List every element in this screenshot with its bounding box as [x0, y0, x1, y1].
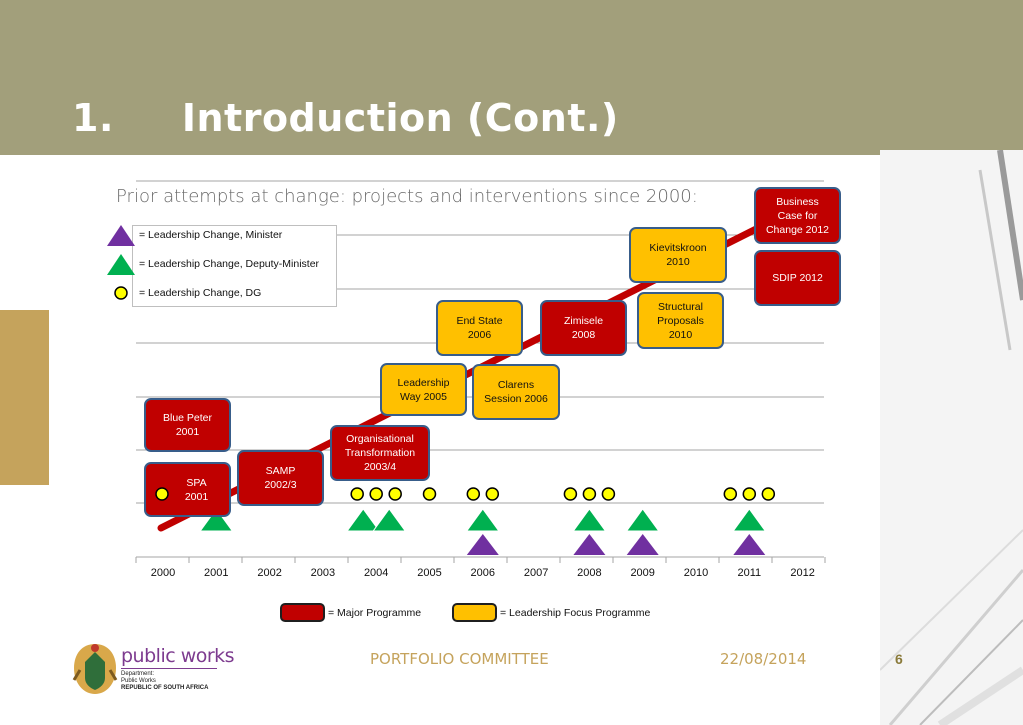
dg-change-marker [761, 487, 776, 501]
slide-title: 1. Introduction (Cont.) [72, 96, 619, 140]
deputy-minister-change-marker [346, 508, 381, 532]
programme-box-zimisele: Zimisele 2008 [540, 300, 627, 356]
programme-box-leadership-way: Leadership Way 2005 [380, 363, 467, 416]
programme-box-structural-proposals: Structural Proposals 2010 [637, 292, 724, 349]
footer-committee: PORTFOLIO COMMITTEE [370, 650, 549, 668]
deputy-minister-change-marker [199, 508, 234, 532]
deputy-minister-change-marker [465, 508, 500, 532]
slide-subtitle: Prior attempts at change: projects and i… [116, 186, 698, 207]
minister-change-marker [733, 534, 766, 555]
deputy-minister-change-marker [572, 508, 607, 532]
legend-deputy-minister-label: = Leadership Change, Deputy-Minister [139, 258, 320, 270]
year-label: 2008 [577, 567, 602, 579]
dg-change-marker [369, 487, 383, 501]
logo-name: public works [121, 645, 235, 667]
minister-triangle-icon [107, 225, 135, 246]
legend-dg-label: = Leadership Change, DG [139, 287, 262, 299]
programme-box-blue-peter: Blue Peter 2001 [144, 398, 231, 452]
year-label: 2006 [470, 567, 496, 579]
year-label: 2002 [257, 567, 282, 579]
legend-leadership-focus-swatch [452, 603, 497, 622]
minister-change-marker [466, 534, 499, 555]
coat-of-arms-logo [72, 644, 118, 694]
logo-divider [121, 668, 217, 669]
dg-change-marker [350, 487, 364, 501]
dg-change-marker [723, 487, 738, 501]
deputy-minister-change-marker [372, 508, 407, 532]
page-number: 6 [895, 651, 903, 667]
logo-public-works-label: Public Works [121, 678, 156, 684]
year-label: 2007 [523, 567, 549, 579]
legend-minister-label: = Leadership Change, Minister [139, 229, 283, 241]
programme-box-end-state: End State 2006 [436, 300, 523, 356]
programme-box-kievitskroon: Kievitskroon 2010 [629, 227, 727, 283]
minister-change-marker [573, 534, 606, 555]
legend-symbols [107, 225, 135, 300]
year-label: 2001 [204, 567, 229, 579]
dg-change-marker [742, 487, 757, 501]
year-label: 2009 [630, 567, 655, 579]
minister-change-marker [626, 534, 659, 555]
logo-department-label: Department: [121, 671, 155, 677]
programme-box-clarens-session: Clarens Session 2006 [472, 364, 560, 420]
programme-box-organisational-transformation: Organisational Transformation 2003/4 [330, 425, 430, 481]
deputy-minister-change-marker [732, 508, 767, 532]
deputy-minister-change-marker [625, 508, 660, 532]
title-banner [0, 0, 1023, 155]
year-label: 2011 [737, 567, 762, 579]
dg-change-marker [422, 487, 437, 501]
year-label: 2000 [150, 567, 176, 579]
footer-date: 22/08/2014 [720, 650, 807, 668]
year-label: 2003 [310, 567, 336, 579]
spa-dg-marker [155, 487, 169, 501]
dg-change-marker [388, 487, 402, 501]
dg-change-marker [563, 487, 578, 501]
deputy-minister-triangle-icon [107, 254, 135, 275]
legend-major-programme-swatch [280, 603, 325, 622]
legend-box [132, 225, 337, 307]
year-label: 2010 [683, 567, 709, 579]
year-label: 2004 [363, 567, 389, 579]
side-accent-bar [0, 310, 49, 485]
legend-major-programme-label: = Major Programme [328, 607, 422, 619]
legend-leadership-focus-label: = Leadership Focus Programme [500, 607, 651, 619]
logo-country-label: REPUBLIC OF SOUTH AFRICA [121, 685, 209, 691]
dg-change-marker [466, 487, 481, 501]
programme-box-business-case: Business Case for Change 2012 [754, 187, 841, 244]
year-label: 2005 [417, 567, 442, 579]
dg-change-marker [485, 487, 500, 501]
dg-circle-icon [114, 286, 128, 300]
programme-box-sdip: SDIP 2012 [754, 250, 841, 306]
year-label: 2012 [790, 567, 815, 579]
dg-change-marker [601, 487, 616, 501]
dg-change-marker [582, 487, 597, 501]
decorative-architecture-graphic [880, 150, 1023, 725]
programme-box-samp: SAMP 2002/3 [237, 450, 324, 506]
